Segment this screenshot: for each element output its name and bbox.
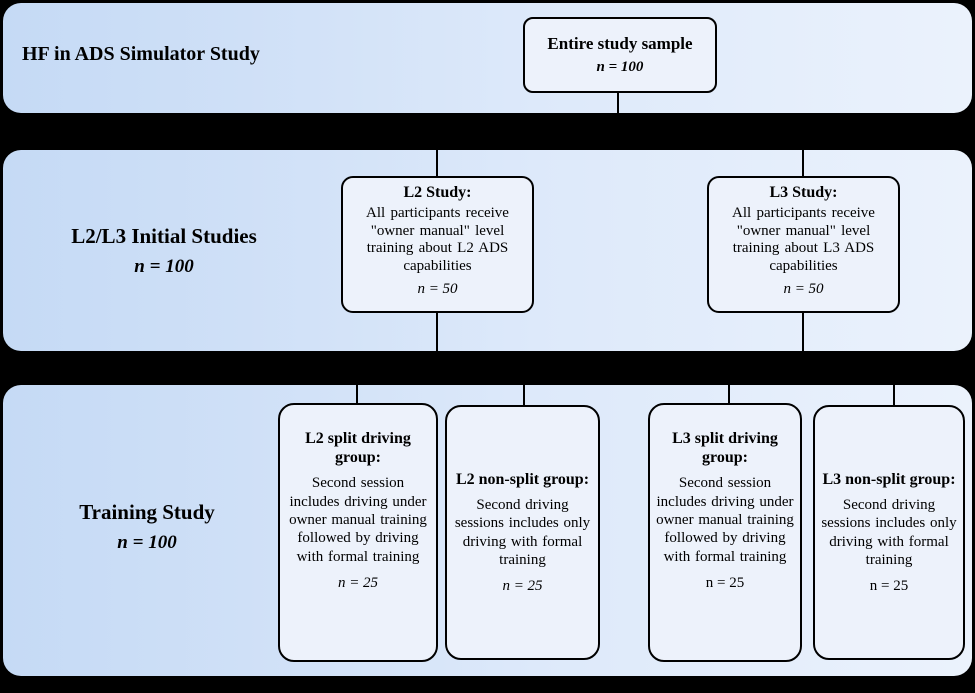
node-l3-study: L3 Study: All participants receive "owne… <box>707 176 900 313</box>
section-label-training-study: Training Study n = 100 <box>18 500 276 554</box>
node-sample-size: n = 50 <box>417 281 458 298</box>
connector-bar-to-l3-nonsplit <box>893 385 895 407</box>
node-title: L3 non-split group: <box>822 470 956 488</box>
node-sample-size: n = 25 <box>502 578 543 595</box>
node-l3-nonsplit-group: L3 non-split group: Second driving sessi… <box>813 405 965 660</box>
connector-l3-study-to-bar <box>802 311 804 351</box>
node-sample-size: n = 50 <box>783 281 824 298</box>
node-l2-nonsplit-group: L2 non-split group: Second driving sessi… <box>445 405 600 660</box>
section-title-initial-studies: L2/L3 Initial Studies <box>71 224 257 248</box>
node-entire-study-sample: Entire study sample n = 100 <box>523 17 717 93</box>
connector-bar-to-l2-study <box>436 150 438 178</box>
node-l2-study: L2 Study: All participants receive "owne… <box>341 176 534 313</box>
node-description: Second driving sessions includes only dr… <box>454 497 591 568</box>
connector-bar-to-l3-study <box>802 150 804 178</box>
connector-entire-to-initial <box>617 91 619 114</box>
section-title-training-study: Training Study <box>79 500 215 524</box>
node-description: All participants receive "owner manual" … <box>366 205 509 274</box>
node-title: L2 non-split group: <box>455 470 590 488</box>
section-n-training-study: n = 100 <box>117 532 177 553</box>
node-title: L3 split driving group: <box>672 430 778 467</box>
node-l3-split-driving-group: L3 split driving group: Second session i… <box>648 403 802 662</box>
section-band-top <box>3 3 972 113</box>
connector-bar-to-l2-nonsplit <box>523 385 525 407</box>
node-sample-size: n = 100 <box>596 59 644 75</box>
connector-bar-to-l2-split <box>356 385 358 405</box>
connector-bar-to-l3-split <box>728 385 730 405</box>
node-description: Second session includes driving under ow… <box>289 475 427 565</box>
node-title: L2 split driving group: <box>305 430 411 467</box>
node-sample-size: n = 25 <box>705 574 745 591</box>
node-sample-size: n = 25 <box>869 578 909 595</box>
node-l2-split-driving-group: L2 split driving group: Second session i… <box>278 403 438 662</box>
section-title-top: HF in ADS Simulator Study <box>22 43 260 65</box>
node-description: Second session includes driving under ow… <box>656 475 794 565</box>
section-n-initial-studies: n = 100 <box>134 256 194 277</box>
node-description: All participants receive "owner manual" … <box>732 205 875 274</box>
node-title: L2 Study: <box>403 184 472 201</box>
section-label-initial-studies: L2/L3 Initial Studies n = 100 <box>18 224 310 278</box>
node-title: Entire study sample <box>547 34 693 53</box>
node-description: Second driving sessions includes only dr… <box>821 497 957 568</box>
node-title: L3 Study: <box>769 184 838 201</box>
connector-l2-study-to-bar <box>436 311 438 351</box>
node-sample-size: n = 25 <box>337 574 379 591</box>
